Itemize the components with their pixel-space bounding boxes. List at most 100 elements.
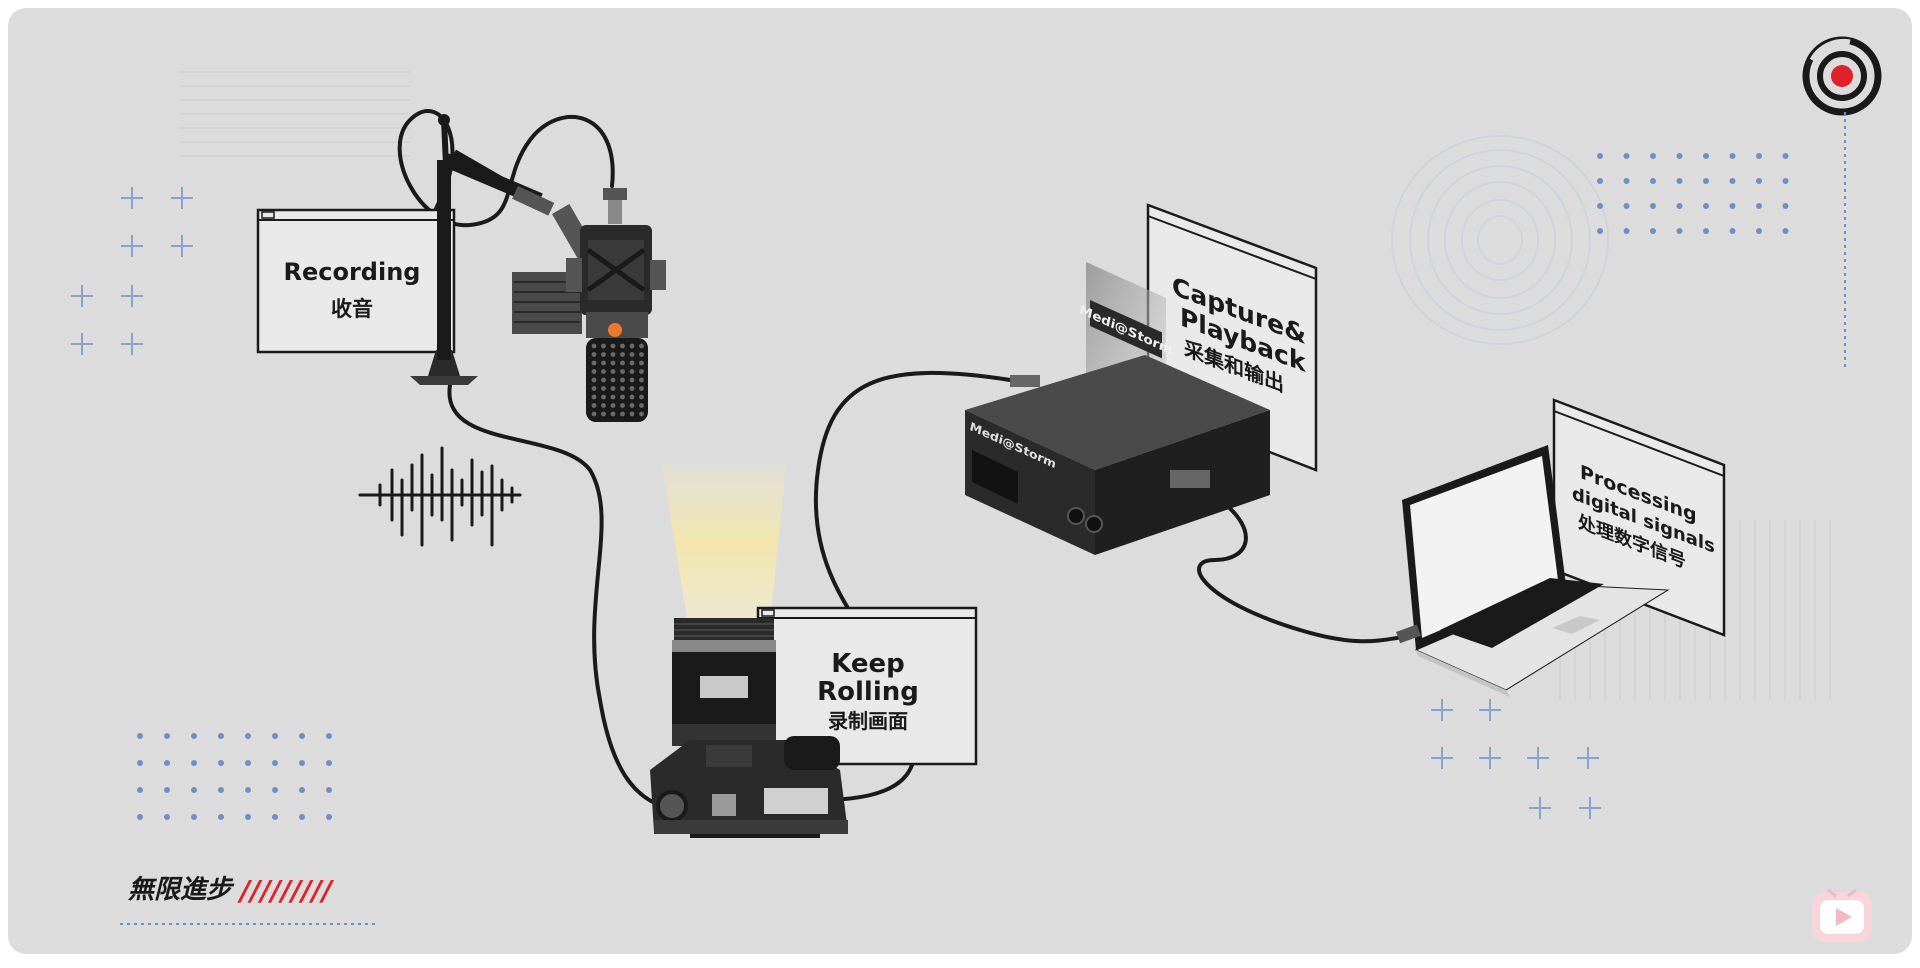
grid-dot [245, 760, 251, 766]
mic-grille-hole [639, 343, 644, 349]
mic-grille-hole [629, 411, 635, 417]
grid-dot [1650, 228, 1656, 234]
grid-dot [299, 733, 305, 739]
mic-grille-hole [620, 343, 625, 349]
mic-grille-hole [620, 403, 625, 408]
mic-grille-hole [610, 394, 616, 400]
mic-grille-hole [610, 386, 616, 391]
plus-grid-top-left [71, 187, 193, 355]
mic-grille-hole [610, 403, 616, 408]
grid-dot [326, 787, 332, 793]
grid-dot [137, 814, 143, 820]
grid-dot [1703, 178, 1709, 184]
keep-rolling-window: Keep Rolling 录制画面 [756, 606, 978, 766]
grid-dot [1703, 153, 1709, 159]
grid-dot [1676, 153, 1683, 159]
grid-dot [1623, 178, 1630, 184]
mic-grille-hole [610, 352, 616, 357]
mic-grille-hole [601, 352, 606, 357]
brand-stripes: ///////// [237, 874, 335, 907]
mic-grille-hole [620, 377, 625, 383]
grid-dot [191, 733, 197, 739]
grid-dot [1729, 203, 1736, 209]
grid-dot [1597, 178, 1603, 184]
grid-dot [1623, 228, 1630, 234]
mic-grille-hole [639, 411, 644, 417]
mic-grille-hole [610, 377, 616, 383]
dot-grid-bottom-left [137, 733, 332, 820]
mic-grille-hole [591, 377, 597, 383]
mic-grille-hole [629, 394, 635, 400]
mic-grille-hole [620, 352, 625, 357]
mic-grille-hole [601, 394, 606, 400]
grid-dot [164, 787, 170, 793]
grid-dot [1782, 203, 1789, 209]
grid-dot [1756, 178, 1762, 184]
mic-grille-hole [591, 403, 597, 408]
mic-grille-hole [591, 386, 597, 391]
mic-grille-hole [591, 343, 597, 349]
grid-dot [1623, 153, 1630, 159]
mic-grille-hole [591, 352, 597, 357]
grid-dot [326, 814, 332, 820]
play-tv-icon [1812, 888, 1872, 942]
processing-window: Processing digital signals 处理数字信号 [1552, 398, 1726, 637]
grid-dot [1703, 228, 1709, 234]
grid-dot [299, 814, 305, 820]
mic-grille-hole [639, 403, 644, 408]
grid-dot [1676, 178, 1683, 184]
mic-grille-hole [639, 352, 644, 357]
grid-dot [218, 733, 224, 739]
grid-dot [1650, 203, 1656, 209]
grid-dot [326, 733, 332, 739]
mic-grille-hole [610, 360, 616, 366]
grid-dot [1756, 153, 1762, 159]
grid-dot [272, 787, 278, 793]
mic-grille-hole [610, 343, 616, 349]
grid-dot [272, 814, 278, 820]
capture-box-icon: Medi@Storm [965, 355, 1270, 555]
mic-grille-hole [639, 394, 644, 400]
grid-dot [245, 733, 251, 739]
grid-dot [164, 814, 170, 820]
mic-grille-hole [620, 411, 625, 417]
mic-grille-hole [591, 360, 597, 366]
grid-dot [191, 787, 197, 793]
brand-logo: 無限進步 ///////// [120, 874, 378, 925]
grid-dot [1623, 203, 1630, 209]
grid-dot [299, 760, 305, 766]
fingerprint-decoration [1391, 135, 1609, 345]
dot-grid-top-right [1597, 153, 1789, 234]
mic-grille-hole [629, 352, 635, 357]
mic-grille-hole [620, 394, 625, 400]
grid-dot [1597, 153, 1603, 159]
mic-grille-hole [639, 386, 644, 391]
mic-grille-hole [620, 360, 625, 366]
grid-dot [245, 787, 251, 793]
camera-icon [650, 618, 848, 838]
mic-grille-hole [601, 403, 606, 408]
mic-grille-hole [639, 360, 644, 366]
faint-lines-left [180, 71, 410, 157]
grid-dot [218, 814, 224, 820]
recording-label-zh: 收音 [331, 297, 373, 321]
mic-grille-hole [601, 386, 606, 391]
grid-dot [1650, 178, 1656, 184]
keep-rolling-label-1: Keep [831, 649, 905, 679]
target-logo-icon [1802, 36, 1882, 370]
grid-dot [326, 760, 332, 766]
mic-grille-hole [610, 411, 616, 417]
grid-dot [218, 760, 224, 766]
grid-dot [191, 760, 197, 766]
mic-grille-hole [601, 411, 606, 417]
mic-grille-hole [610, 369, 616, 374]
mic-grille-hole [601, 369, 606, 374]
grid-dot [1782, 228, 1789, 234]
grid-dot [137, 760, 143, 766]
grid-dot [1703, 203, 1709, 209]
grid-dot [137, 787, 143, 793]
mic-grille-hole [629, 360, 635, 366]
mic-grille-hole [591, 369, 597, 374]
grid-dot [1676, 203, 1683, 209]
grid-dot [164, 733, 170, 739]
